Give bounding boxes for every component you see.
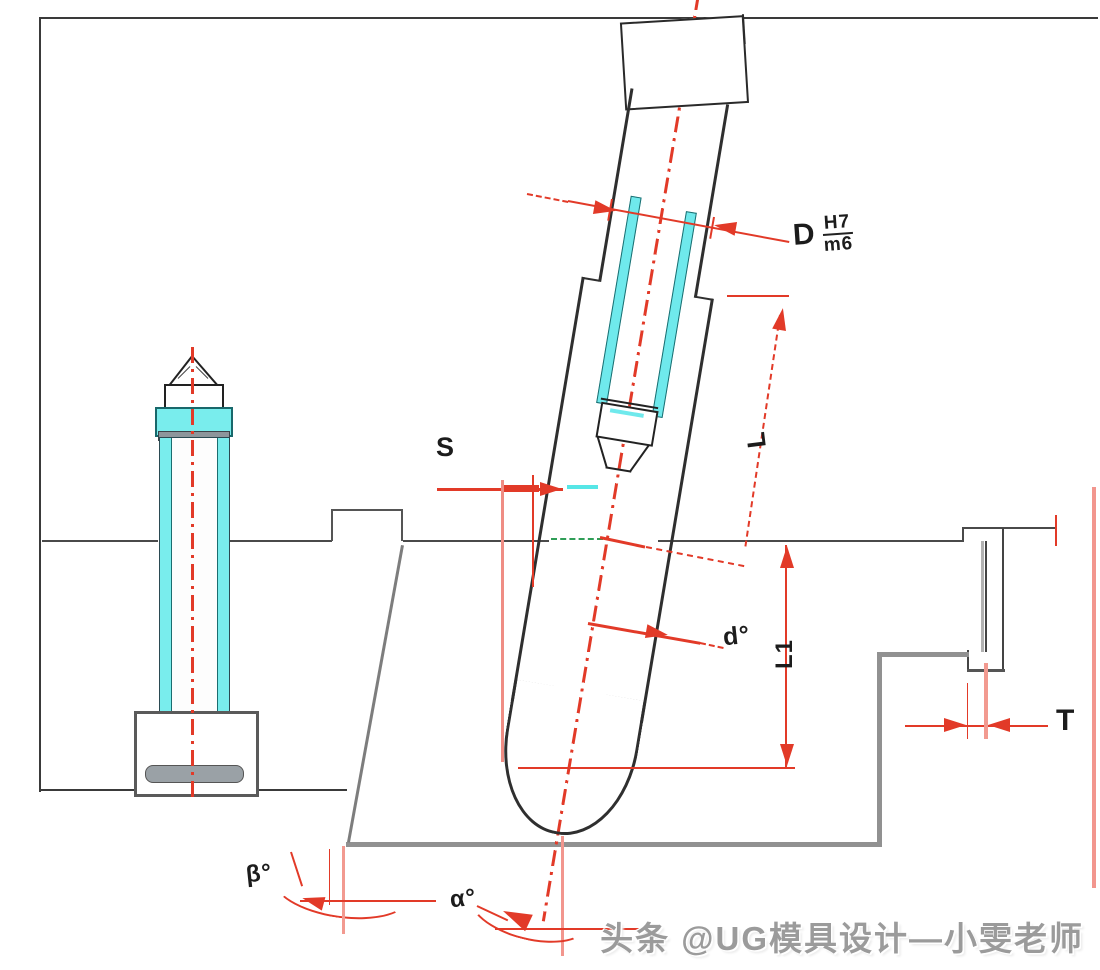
watermark-text: 头条 @UG模具设计—小雯老师 xyxy=(600,920,1084,957)
guide-pin-base-bar xyxy=(145,765,244,783)
dim-s-line xyxy=(437,488,563,491)
parting-notch-top xyxy=(331,509,403,511)
dim-dia-dash xyxy=(699,642,724,649)
tslot-foot-left xyxy=(967,650,969,671)
plate-slant-edge xyxy=(347,545,404,843)
parting-line-left-a xyxy=(42,540,158,542)
frame-left-border xyxy=(39,17,41,792)
dim-d-arrow-left xyxy=(592,200,618,218)
dim-beta-extension-thin xyxy=(329,849,330,905)
sleeve-lower-wall-right xyxy=(639,298,714,723)
guide-pin-cone-right-edge xyxy=(191,355,220,388)
dim-l1-line xyxy=(785,545,787,768)
dim-dia-arrow xyxy=(644,624,670,642)
tslot-left-wall xyxy=(985,541,987,652)
dim-s-label: S xyxy=(436,432,456,462)
parting-pin-red-dash xyxy=(645,546,745,568)
frame-top-border xyxy=(40,17,1098,19)
dim-t-extension-pink xyxy=(984,663,988,739)
dim-dia-label: d° xyxy=(721,620,752,652)
tslot-left-wall-highlight xyxy=(981,541,984,652)
dim-t-arrow-left xyxy=(944,718,966,732)
guide-pin-shaft-cyan-right xyxy=(217,438,229,714)
sleeve-upper-wall-right xyxy=(693,104,730,299)
pin-bottom-pink-centerline xyxy=(561,836,564,956)
dim-alpha-horizontal xyxy=(495,928,645,930)
dim-l-arrow-up xyxy=(772,306,790,332)
dim-t-label: T xyxy=(1056,704,1076,737)
dim-l1-label: L1 xyxy=(771,638,799,670)
dim-beta-horizontal xyxy=(300,900,436,902)
dim-l1-arrow-up xyxy=(780,546,794,568)
dim-l-leader xyxy=(727,295,789,297)
guide-pin-shaft xyxy=(159,437,230,715)
angle-pin-head xyxy=(619,15,750,111)
guide-pin-cone-left-edge xyxy=(167,355,193,388)
fit-lower: m6 xyxy=(823,232,854,256)
dim-d-arrow-right xyxy=(712,218,738,236)
dim-t-extension-thin xyxy=(967,683,968,739)
right-extension-red-tick xyxy=(1055,515,1057,546)
inner-pin-cyan-right xyxy=(651,211,697,419)
dim-s-arrow xyxy=(540,482,562,496)
dim-s-blob xyxy=(503,485,539,492)
inner-pin-tip-right-edge xyxy=(628,444,650,473)
parting-line-mid xyxy=(403,540,549,542)
plate-gray-horizontal-upper xyxy=(879,652,969,657)
parting-step-top xyxy=(962,527,1057,529)
parting-line-green-dash xyxy=(551,538,603,540)
guide-pin-shaft-core xyxy=(172,438,217,714)
dim-dia-line xyxy=(587,622,701,645)
dim-beta-label: β° xyxy=(244,858,274,889)
dim-alpha-arc xyxy=(462,865,598,955)
tslot-right-wall xyxy=(1002,528,1004,669)
plate-gray-bottom xyxy=(346,842,882,847)
dim-s-extension-pink xyxy=(501,480,504,762)
dim-l1-arrow-down xyxy=(780,744,794,766)
parting-line-left-b xyxy=(230,540,332,542)
parting-line-right xyxy=(658,540,964,542)
plate-gray-vertical xyxy=(877,652,882,845)
sleeve-bottom-u xyxy=(490,679,647,846)
guide-pin-shaft-cyan-left xyxy=(160,438,172,714)
dim-beta-centerline-pink xyxy=(342,846,345,934)
dim-d-leader-dash xyxy=(526,193,569,203)
dim-s-cyan-tick xyxy=(567,485,598,489)
dim-l1-bottom-extension xyxy=(518,767,795,769)
guide-pin-base-block xyxy=(134,711,259,797)
fit-prefix: D xyxy=(791,217,817,252)
parting-notch-right-wall xyxy=(401,510,403,541)
right-pink-border-line xyxy=(1092,487,1096,888)
dim-t-arrow-right xyxy=(988,718,1010,732)
dim-s-extension-thin xyxy=(532,475,534,587)
parting-notch-left-wall xyxy=(331,510,333,541)
parting-step-vertical xyxy=(962,527,964,541)
dim-l-label: L xyxy=(740,429,772,450)
inner-pin-lower-cylinder xyxy=(595,401,659,447)
dim-t-line xyxy=(905,725,1048,727)
inner-pin-tip-left-edge xyxy=(596,436,608,469)
guide-pin-centerline xyxy=(191,347,194,799)
